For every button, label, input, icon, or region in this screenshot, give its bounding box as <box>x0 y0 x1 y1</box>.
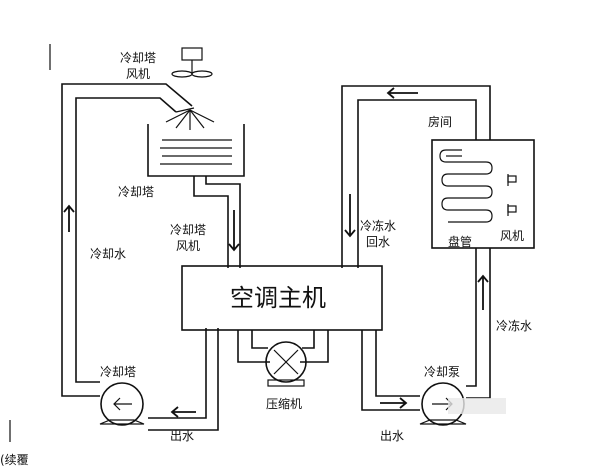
chiller-host-label: 空调主机 <box>230 284 326 312</box>
compressor-icon <box>265 341 307 387</box>
chilled-return-label-1: 冷冻水 <box>360 218 396 233</box>
cooling-tower-label: 冷却塔 <box>118 185 154 199</box>
tower-fan-mid-label-1: 冷却塔 <box>170 223 206 237</box>
cooling-tower-pump-label: 冷却塔 <box>100 365 136 379</box>
tower-fan-top-label-1: 冷却塔 <box>120 51 156 65</box>
watermark-blur <box>448 398 506 414</box>
chilled-return-label-2: 回水 <box>366 235 390 249</box>
cooling-tower <box>147 107 245 177</box>
tower-fan-mid-label-2: 风机 <box>176 239 200 253</box>
fan-label: 风机 <box>500 229 524 243</box>
room-label: 房间 <box>428 114 452 129</box>
compressor-label: 压缩机 <box>266 396 302 411</box>
outlet-right-label: 出水 <box>380 429 404 443</box>
outlet-left-label: 出水 <box>170 429 194 443</box>
room-fan-icon <box>507 174 517 216</box>
bottom-fragment-label: (续覆 <box>0 453 29 467</box>
tower-fan-top-label-2: 风机 <box>126 67 150 81</box>
coil-label: 盘管 <box>448 234 472 249</box>
room-coil-box <box>431 139 535 249</box>
chilled-pump-label: 冷却泵 <box>424 365 460 379</box>
chilled-water-label: 冷冻水 <box>496 318 532 333</box>
cooling-water-label: 冷却水 <box>90 247 126 261</box>
chiller-host <box>181 265 383 363</box>
cooling-water-loop <box>61 83 241 431</box>
tower-fan-icon <box>171 47 213 78</box>
cooling-tower-pump-icon <box>99 382 145 426</box>
flow-arrows <box>63 87 489 418</box>
